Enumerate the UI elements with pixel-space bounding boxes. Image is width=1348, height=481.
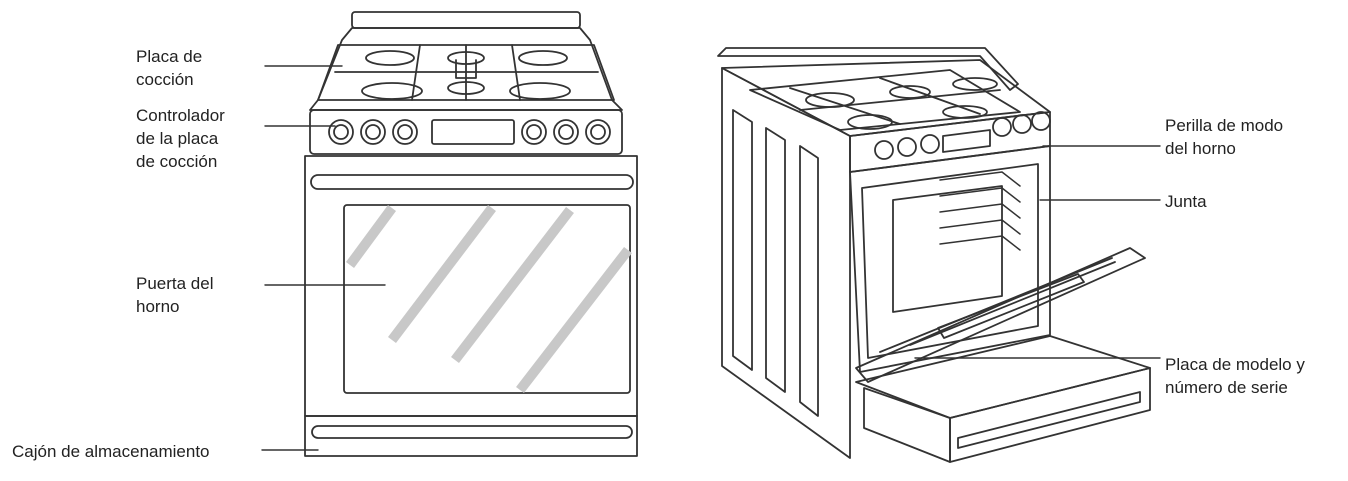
label-cooktop-controls: Controlador de la placa de cocción — [136, 106, 225, 171]
leader-lines — [261, 65, 1161, 451]
label-storage-drawer: Cajón de almacenamiento — [12, 442, 210, 461]
label-gasket: Junta — [1165, 192, 1207, 211]
front-view-range — [304, 11, 638, 457]
label-cooktop: Placa de cocción — [136, 47, 203, 89]
perspective-view-range — [717, 47, 1151, 463]
glass-reflection — [345, 204, 632, 394]
label-model-plate: Placa de modelo y número de serie — [1165, 355, 1305, 397]
label-oven-mode-knob: Perilla de modo del horno — [1165, 116, 1284, 158]
label-oven-door: Puerta del horno — [136, 274, 214, 316]
